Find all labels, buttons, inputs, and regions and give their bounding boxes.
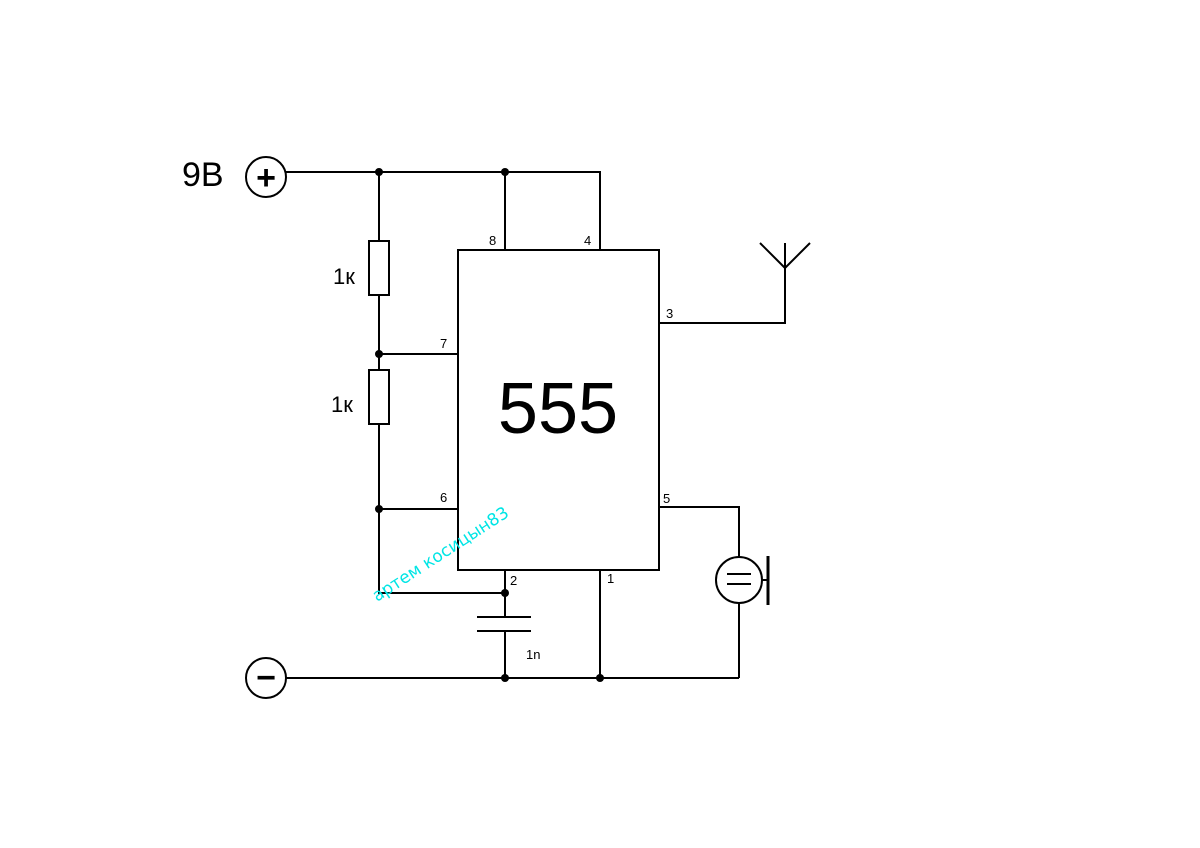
resistor-top <box>368 240 390 296</box>
positive-terminal: + <box>245 156 287 198</box>
supply-voltage-label: 9B <box>182 156 224 194</box>
chip-label: 555 <box>498 369 618 449</box>
pin-2-label: 2 <box>510 573 517 588</box>
junction-nodes <box>375 168 604 682</box>
pin3-wire <box>659 268 786 324</box>
capacitor <box>477 616 531 632</box>
negative-terminal-symbol: − <box>256 659 276 697</box>
resistor-bottom <box>368 369 390 425</box>
speaker-icon <box>715 556 770 605</box>
chip-555-body <box>457 249 660 571</box>
pin-4-label: 4 <box>584 233 591 248</box>
resistor-top-value: 1к <box>333 264 355 289</box>
pin-1-label: 1 <box>607 571 614 586</box>
positive-rail <box>286 171 601 250</box>
positive-terminal-symbol: + <box>256 159 276 197</box>
pin-6-label: 6 <box>440 490 447 505</box>
negative-terminal: − <box>245 657 287 699</box>
resistor-bottom-value: 1к <box>331 392 353 417</box>
pin-7-label: 7 <box>440 336 447 351</box>
pin-3-label: 3 <box>666 306 673 321</box>
antenna-icon <box>759 242 811 269</box>
capacitor-value: 1n <box>526 647 540 662</box>
pin5-wire <box>659 506 740 557</box>
pin-8-label: 8 <box>489 233 496 248</box>
pin-5-label: 5 <box>663 491 670 506</box>
